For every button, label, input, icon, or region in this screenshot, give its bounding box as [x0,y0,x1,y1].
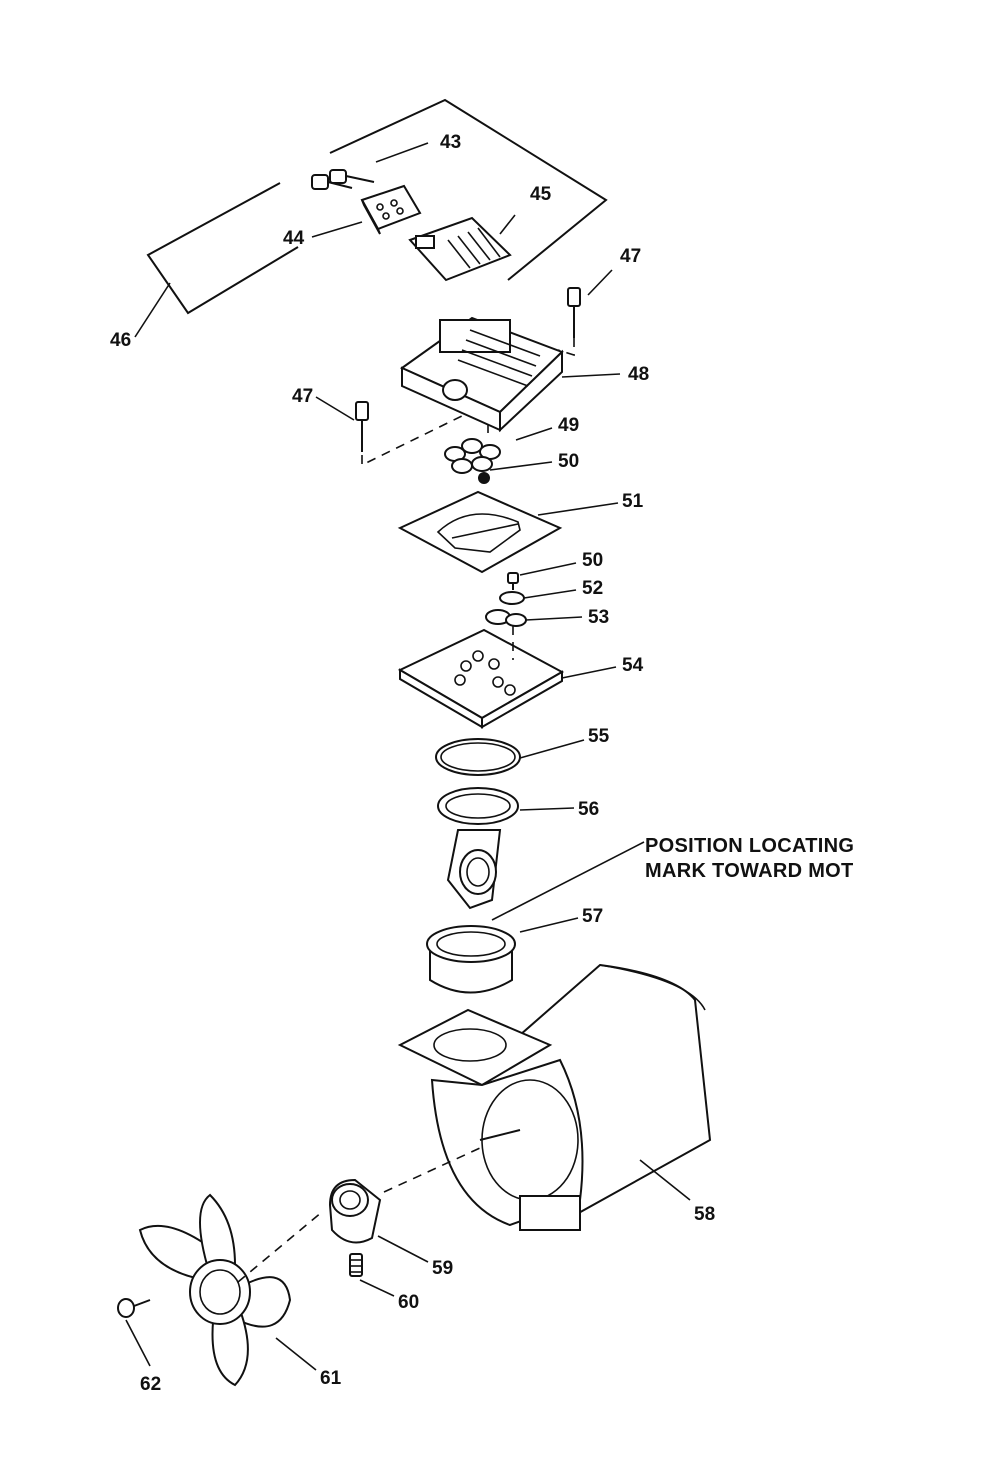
label-57: 57 [582,906,603,927]
label-54: 54 [622,655,644,676]
part-56-connecting-rod [437,787,519,910]
label-55: 55 [588,726,610,747]
part-52-retainer [499,591,525,605]
label-62: 62 [140,1374,161,1395]
part-58-motor-housing [397,963,712,1231]
label-52: 52 [582,578,603,599]
label-51: 51 [622,491,644,512]
label-48: 48 [628,364,649,385]
label-45: 45 [530,184,552,205]
assembly-note: POSITION LOCATING MARK TOWARD MOT [645,835,854,882]
part-labels: 43 44 45 46 47 47 48 49 50 51 50 52 53 5… [110,132,715,1395]
part-48-cylinder-head [400,316,564,433]
label-50-upper: 50 [558,451,579,472]
leader-lines [125,142,691,1371]
part-57-sleeve [426,925,516,994]
part-47-bolt-left [355,401,471,467]
label-44: 44 [283,228,305,249]
part-50-screw-lower [507,572,519,590]
assembly-axis-lines [237,424,514,1283]
part-62-screw [117,1298,151,1318]
part-51-gasket [397,490,563,574]
part-50-screw-upper [478,472,490,484]
label-47-left: 47 [292,386,313,407]
label-58: 58 [694,1204,715,1225]
label-50-lower: 50 [582,550,603,571]
part-60-set-screw [349,1253,363,1277]
label-60: 60 [398,1292,419,1313]
label-53: 53 [588,607,609,628]
part-54-valve-plate [397,628,565,729]
kit-bracket-46 [146,98,608,315]
part-49-reed-valve [444,438,501,474]
part-53-reed [485,609,527,627]
note-line-1: POSITION LOCATING [645,835,854,857]
part-61-fan [138,1193,292,1387]
label-59: 59 [432,1258,453,1279]
label-56: 56 [578,799,599,820]
label-46: 46 [110,330,131,351]
label-47-right: 47 [620,246,641,267]
part-55-o-ring [435,738,521,776]
label-61: 61 [320,1368,342,1389]
note-line-2: MARK TOWARD MOT [645,860,854,882]
part-59-eccentric [328,1178,382,1244]
part-44-block [360,184,422,235]
label-43: 43 [440,132,461,153]
part-43-bolts [311,169,375,190]
label-49: 49 [558,415,579,436]
part-47-bolt-right [557,287,581,357]
part-45-reed [408,216,512,282]
